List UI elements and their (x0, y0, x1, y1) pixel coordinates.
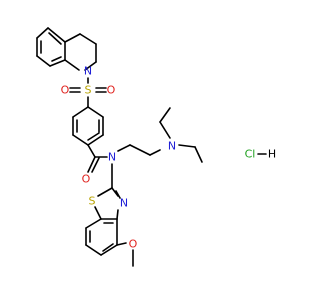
salt-chlorine-label: Cl (245, 148, 256, 161)
atom-labels: N S O O O N N S N O Cl H (61, 65, 276, 251)
atom-o-carbonyl: O (82, 173, 91, 186)
atom-s-thiazole: S (89, 195, 96, 208)
atom-n-quinoline: N (84, 65, 92, 78)
atom-s-sulfonyl: S (85, 84, 92, 97)
bond-lines (36, 27, 267, 267)
atom-o-methoxy: O (129, 238, 138, 251)
chemical-structure-diagram: N S O O O N N S N O Cl H (36, 27, 276, 267)
atom-n-diethylamine: N (168, 140, 176, 153)
salt-hydrogen-label: H (268, 148, 276, 161)
atom-n-amide: N (108, 151, 116, 164)
atom-n-thiazole: N (120, 197, 128, 210)
atom-o-sulfonyl-left: O (61, 84, 70, 97)
atom-o-sulfonyl-right: O (107, 84, 116, 97)
